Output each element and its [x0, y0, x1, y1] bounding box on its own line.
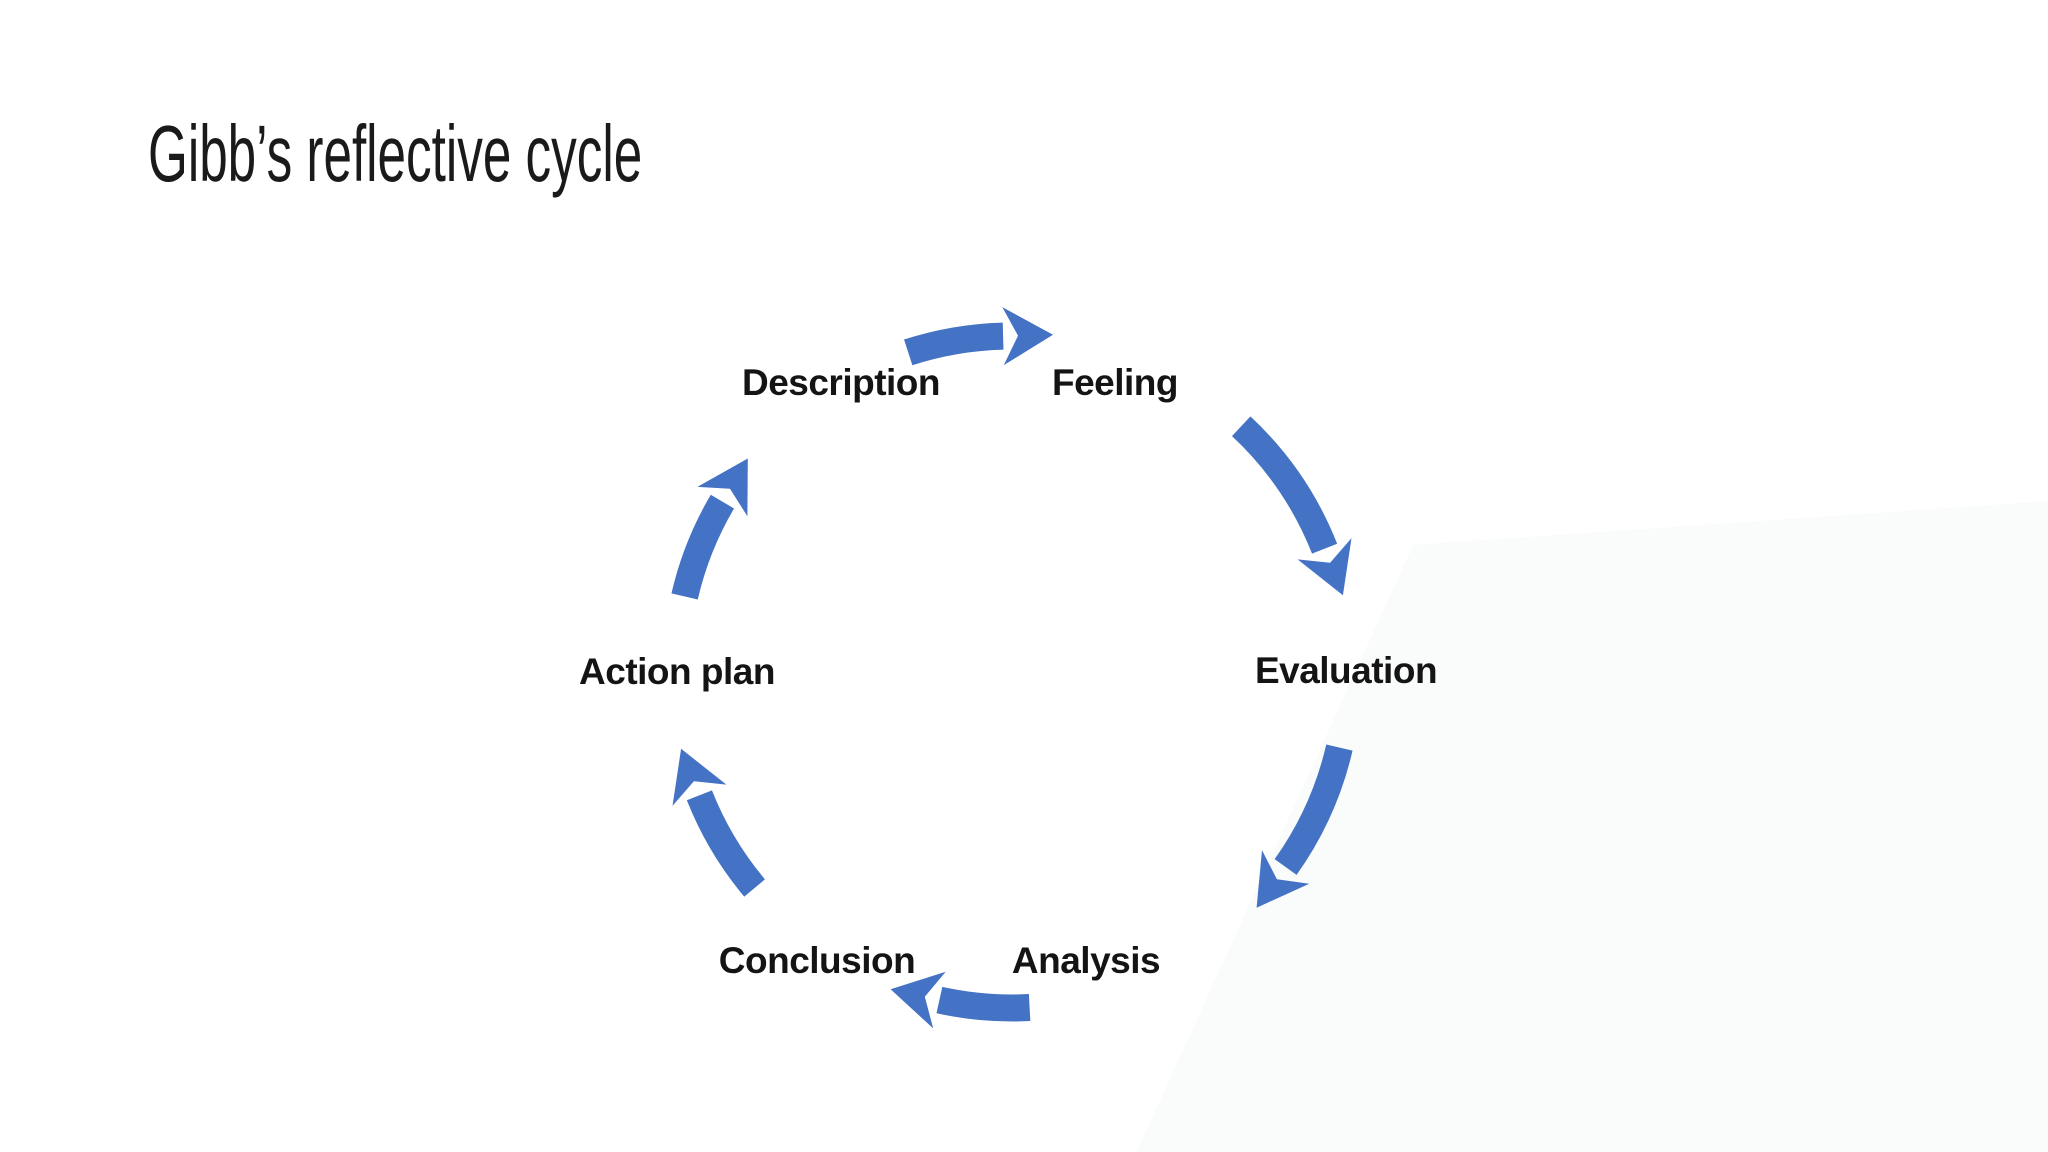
- cycle-arrow-conclusion-to-action-plan: [672, 748, 766, 897]
- arrowhead-icon: [1297, 538, 1352, 596]
- cycle-arrow-action-plan-to-description: [671, 458, 748, 600]
- arrowhead-icon: [1002, 307, 1053, 366]
- cycle-label-conclusion: Conclusion: [718, 940, 916, 981]
- cycle-arrow-analysis-to-conclusion: [890, 971, 1031, 1029]
- arrowhead-icon: [890, 971, 946, 1029]
- arrowhead-icon: [697, 458, 748, 517]
- cycle-label-feeling: Feeling: [1051, 362, 1179, 403]
- slide-title: Gibb’s reflective cycle: [148, 109, 643, 198]
- cycle-label-action-plan: Action plan: [579, 651, 775, 692]
- cycle-arrow-evaluation-to-analysis: [1256, 744, 1353, 908]
- cycle-label-evaluation: Evaluation: [1254, 650, 1438, 691]
- cycle-arrow-feeling-to-evaluation: [1231, 416, 1352, 596]
- cycle-arrow-description-to-feeling: [904, 307, 1053, 366]
- cycle-label-analysis: Analysis: [1011, 940, 1161, 981]
- arrowhead-icon: [672, 748, 727, 806]
- arrowhead-icon: [1256, 850, 1310, 908]
- cycle-label-description: Description: [741, 362, 941, 403]
